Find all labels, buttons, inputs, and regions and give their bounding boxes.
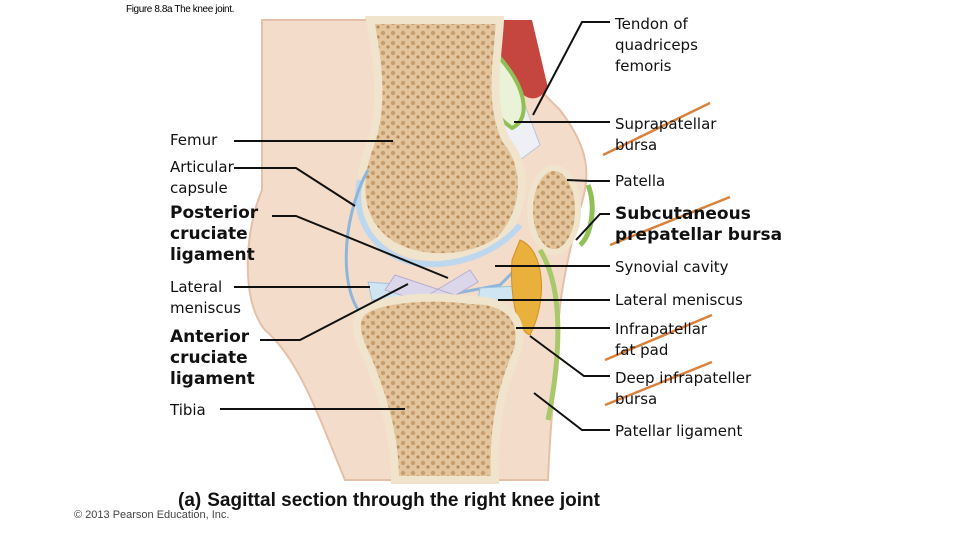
fat-pad — [511, 239, 542, 336]
figure-caption-text: Sagittal section through the right knee … — [207, 490, 600, 511]
label-femur: Femur — [170, 131, 218, 149]
label-posterior-cruciate-ligament: Posterior cruciate ligament — [170, 203, 259, 265]
label-articular-capsule: Articular capsule — [170, 158, 234, 197]
label-anterior-cruciate-ligament: Anterior cruciate ligament — [170, 327, 255, 389]
label-lateral-meniscus-left: Lateral meniscus — [170, 278, 241, 317]
figure-caption: (a)Sagittal section through the right kn… — [178, 490, 600, 512]
label-patellar-ligament: Patellar ligament — [615, 422, 743, 440]
label-patella: Patella — [615, 172, 666, 190]
tibia-bone — [352, 293, 524, 484]
femur-bone — [357, 16, 526, 262]
patella-bone — [527, 165, 581, 255]
copyright-notice: © 2013 Pearson Education, Inc. — [74, 509, 230, 521]
label-deep-infrapatellar-bursa: Deep infrapateller bursa — [615, 369, 752, 408]
label-quadriceps-tendon: Tendon of quadriceps femoris — [615, 15, 698, 75]
leader-lines-right — [495, 21, 610, 431]
label-tibia: Tibia — [170, 401, 206, 419]
leader-lines-left — [220, 140, 449, 410]
strike-marks — [602, 101, 731, 407]
label-infrapatellar-fat-pad: Infrapatellar fat pad — [615, 320, 708, 359]
label-lateral-meniscus-right: Lateral meniscus — [615, 291, 743, 309]
label-synovial-cavity: Synovial cavity — [615, 258, 729, 276]
prepatellar-bursa-shape — [578, 184, 595, 247]
label-subcutaneous-prepatellar-bursa: Subcutaneous prepatellar bursa — [615, 204, 783, 245]
figure-part-letter: (a) — [178, 490, 202, 511]
label-suprapatellar-bursa: Suprapatellar bursa — [615, 115, 717, 154]
figure-label: Figure 8.8a The knee joint. — [126, 4, 234, 15]
